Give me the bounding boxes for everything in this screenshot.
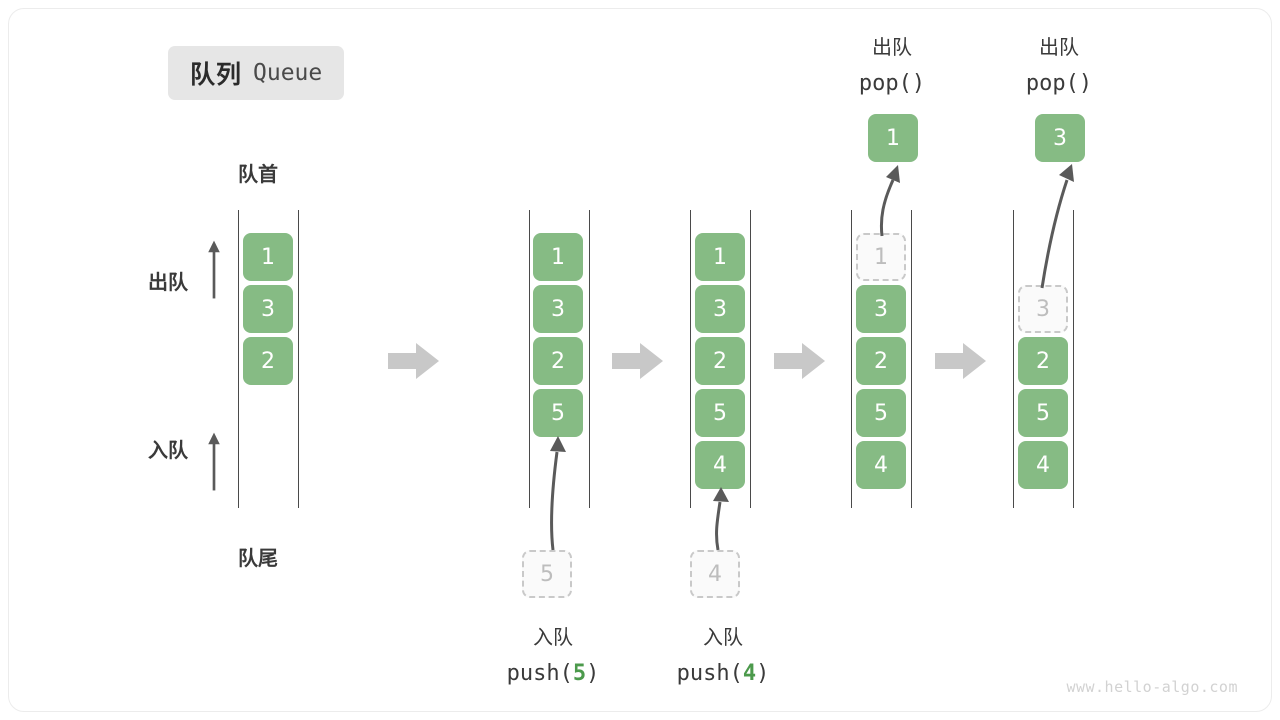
stage5-element-0: 2 — [1018, 337, 1068, 385]
dequeue-label: 出队 — [148, 272, 188, 294]
stage4-operation-cn: 出队 — [872, 37, 912, 59]
stage3-element-4: 4 — [695, 441, 745, 489]
stage2-element-3: 5 — [533, 389, 583, 437]
stage3-element-3: 5 — [695, 389, 745, 437]
enqueue-direction-arrow-icon — [208, 432, 220, 491]
stage1-element-2: 2 — [243, 337, 293, 385]
flow-arrow-3-icon — [774, 343, 825, 379]
stage5-operation-cn: 出队 — [1039, 37, 1079, 59]
stage3-rail-right — [750, 210, 751, 508]
stage4-element-2: 5 — [856, 389, 906, 437]
enqueue-label: 入队 — [148, 440, 188, 462]
title-chinese: 队列 — [190, 61, 243, 89]
watermark: www.hello-algo.com — [1066, 678, 1238, 696]
stage2-operation-label: 入队 push(5) — [478, 620, 628, 692]
stage1-element-1: 3 — [243, 285, 293, 333]
stage3-element-1: 3 — [695, 285, 745, 333]
stage5-element-1: 5 — [1018, 389, 1068, 437]
stage4-rail-left — [851, 210, 852, 508]
stage4-element-0: 3 — [856, 285, 906, 333]
stage3-rail-left — [690, 210, 691, 508]
queue-head-label: 队首 — [238, 164, 278, 186]
stage2-operation-code: push(5) — [506, 661, 600, 686]
stage4-operation-code: pop() — [858, 71, 926, 96]
stage4-popped-element: 1 — [868, 114, 918, 162]
title-english: Queue — [253, 60, 323, 86]
stage2-element-1: 3 — [533, 285, 583, 333]
stage5-operation-code: pop() — [1025, 71, 1093, 96]
stage2-rail-right — [589, 210, 590, 508]
stage5-rail-right — [1073, 210, 1074, 508]
stage4-operation-label: 出队 pop() — [818, 30, 966, 102]
dequeue-direction-arrow-icon — [208, 240, 220, 299]
stage5-element-2: 4 — [1018, 441, 1068, 489]
flow-arrow-4-icon — [935, 343, 986, 379]
stage2-ghost-element: 5 — [522, 550, 572, 598]
stage3-element-2: 2 — [695, 337, 745, 385]
stage5-rail-left — [1013, 210, 1014, 508]
stage4-element-1: 2 — [856, 337, 906, 385]
stage2-rail-left — [529, 210, 530, 508]
queue-tail-label: 队尾 — [238, 548, 278, 570]
stage3-operation-code: push(4) — [676, 661, 770, 686]
stage4-rail-right — [911, 210, 912, 508]
stage3-element-0: 1 — [695, 233, 745, 281]
stage2-element-2: 2 — [533, 337, 583, 385]
flow-arrow-2-icon — [612, 343, 663, 379]
diagram-title-chip: 队列 Queue — [168, 46, 345, 100]
stage3-operation-cn: 入队 — [703, 627, 743, 649]
stage1-element-0: 1 — [243, 233, 293, 281]
stage5-popped-element: 3 — [1035, 114, 1085, 162]
stage1-rail-left — [238, 210, 239, 508]
stage3-ghost-element: 4 — [690, 550, 740, 598]
stage5-ghost-element: 3 — [1018, 285, 1068, 333]
stage2-element-0: 1 — [533, 233, 583, 281]
stage2-operation-cn: 入队 — [533, 627, 573, 649]
stage5-operation-label: 出队 pop() — [985, 30, 1133, 102]
flow-arrow-1-icon — [388, 343, 439, 379]
stage3-operation-label: 入队 push(4) — [648, 620, 798, 692]
stage4-ghost-element: 1 — [856, 233, 906, 281]
stage4-element-3: 4 — [856, 441, 906, 489]
stage1-rail-right — [298, 210, 299, 508]
